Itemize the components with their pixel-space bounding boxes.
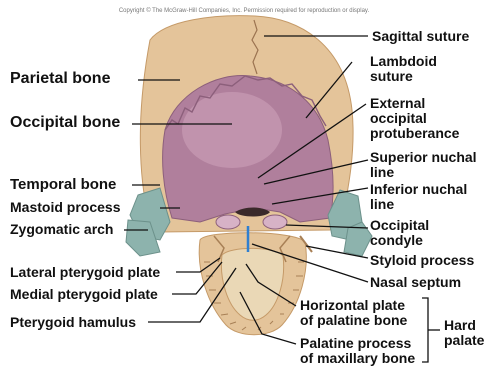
label-external-occipital-protuberance: External occipital protuberance [370, 96, 482, 141]
label-inferior-nuchal-line: Inferior nuchal line [370, 182, 482, 212]
label-mastoid-process: Mastoid process [10, 200, 120, 215]
label-condyle-line-2: condyle [370, 233, 482, 248]
label-external-line-3: protuberance [370, 126, 482, 141]
label-styloid-process: Styloid process [370, 253, 474, 268]
label-condyle-line-1: Occipital [370, 218, 482, 233]
label-medial-pterygoid-plate: Medial pterygoid plate [10, 287, 158, 302]
label-palatine-line-1: Palatine process [300, 336, 430, 351]
label-horizontal-line-1: Horizontal plate [300, 298, 430, 313]
label-occipital-condyle: Occipital condyle [370, 218, 482, 248]
label-occipital-bone: Occipital bone [10, 114, 120, 132]
label-superior-line-1: Superior nuchal [370, 150, 482, 165]
label-parietal-bone: Parietal bone [10, 70, 110, 88]
label-hard-palate: Hard palate [444, 318, 488, 348]
label-lambdoid-line-1: Lambdoid [370, 54, 482, 69]
label-inferior-line-2: line [370, 197, 482, 212]
label-nasal-septum: Nasal septum [370, 275, 461, 290]
label-horizontal-plate: Horizontal plate of palatine bone [300, 298, 430, 328]
label-palatine-process: Palatine process of maxillary bone [300, 336, 430, 366]
label-horizontal-line-2: of palatine bone [300, 313, 430, 328]
right-condyle-shape [263, 215, 287, 229]
label-lateral-pterygoid-plate: Lateral pterygoid plate [10, 265, 160, 280]
label-superior-line-2: line [370, 165, 482, 180]
label-sagittal-suture: Sagittal suture [372, 29, 469, 44]
label-external-line-2: occipital [370, 111, 482, 126]
label-palatine-line-2: of maxillary bone [300, 351, 430, 366]
label-lambdoid-suture: Lambdoid suture [370, 54, 482, 84]
label-hard-line-2: palate [444, 333, 488, 348]
label-inferior-line-1: Inferior nuchal [370, 182, 482, 197]
label-superior-nuchal-line: Superior nuchal line [370, 150, 482, 180]
label-hard-line-1: Hard [444, 318, 488, 333]
label-pterygoid-hamulus: Pterygoid hamulus [10, 315, 136, 330]
label-external-line-1: External [370, 96, 482, 111]
label-zygomatic-arch: Zygomatic arch [10, 222, 113, 237]
label-temporal-bone: Temporal bone [10, 177, 116, 193]
label-lambdoid-line-2: suture [370, 69, 482, 84]
left-condyle-shape [216, 215, 240, 229]
